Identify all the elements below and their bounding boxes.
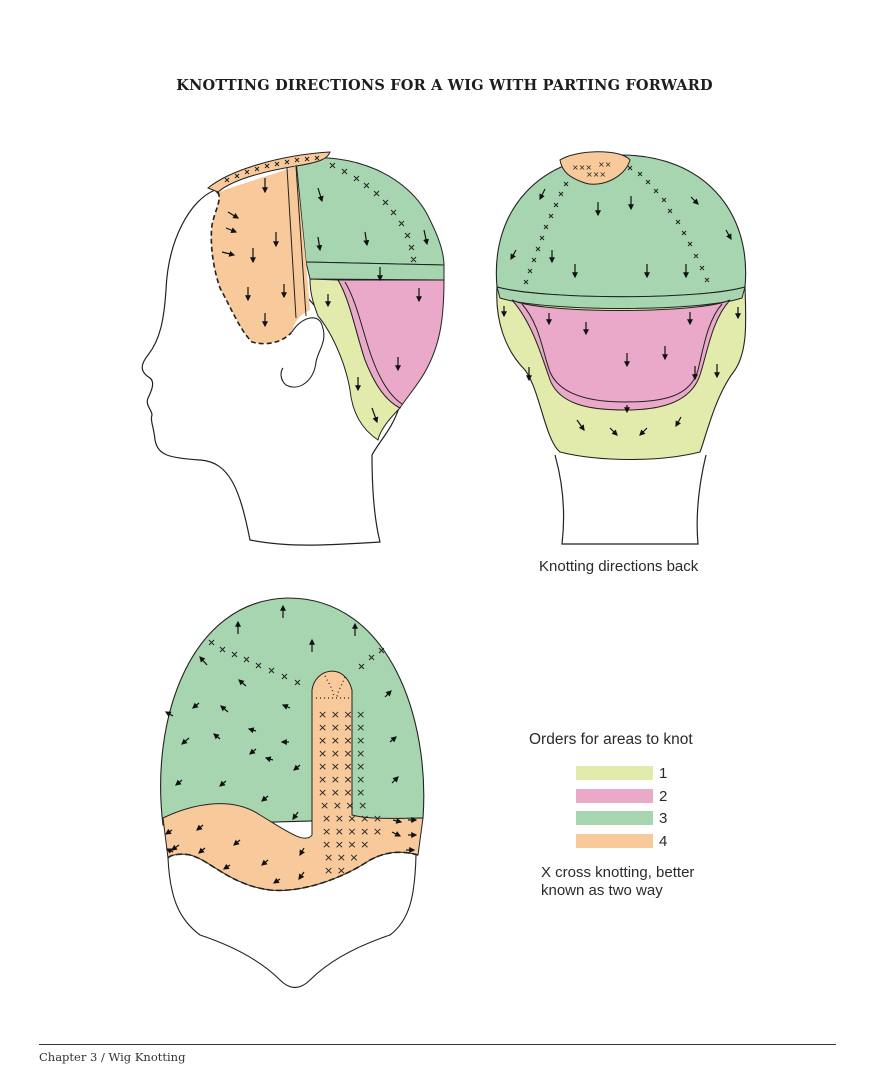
note-line-1: X cross knotting, better xyxy=(541,864,695,881)
legend-item-1: 1 xyxy=(576,764,668,782)
legend-item-3: 3 xyxy=(576,809,668,827)
svg-text:× × × × ×: × × × × × xyxy=(322,812,382,825)
back-view-head: ×××××××× xyxy=(495,151,747,545)
footer-divider xyxy=(39,1044,836,1045)
legend-swatch-area1 xyxy=(576,766,653,780)
legend-swatch-area4 xyxy=(576,834,653,848)
svg-text:× × × ×: × × × × xyxy=(318,786,365,799)
note-line-2: known as two way xyxy=(541,882,663,899)
side-view-head xyxy=(141,151,445,546)
svg-text:× × × ×: × × × × xyxy=(322,838,369,851)
legend-swatch-area3 xyxy=(576,811,653,825)
top-view-head: × × × × × × × × × × × × × × × × × × × × … xyxy=(160,597,425,989)
legend-item-4: 4 xyxy=(576,832,668,850)
legend-title: Orders for areas to knot xyxy=(529,731,693,748)
cross-knotting-note: X cross knotting, better known as two wa… xyxy=(541,864,694,900)
legend-number: 3 xyxy=(659,809,668,827)
page-footer: Chapter 3 / Wig Knotting xyxy=(39,1050,186,1064)
legend-number: 1 xyxy=(659,764,668,782)
back-view-caption: Knotting directions back xyxy=(539,558,699,575)
svg-text:× × × ×: × × × × xyxy=(318,747,365,760)
svg-text:× × ×: × × × xyxy=(324,851,359,864)
two-way-cross-knotting: × × × × × × × × × × × × × × × × × × × × … xyxy=(318,708,382,877)
svg-text:×××: ××× xyxy=(572,163,592,172)
svg-text:× × × × ×: × × × × × xyxy=(322,825,382,838)
svg-text:× × × ×: × × × × xyxy=(318,721,365,734)
svg-text:× × × ×: × × × × xyxy=(318,760,365,773)
legend-swatch-area2 xyxy=(576,789,653,803)
svg-text:× × × ×: × × × × xyxy=(318,708,365,721)
svg-text:× × × ×: × × × × xyxy=(318,773,365,786)
legend-item-2: 2 xyxy=(576,787,668,805)
svg-text:×××: ××× xyxy=(586,170,606,179)
svg-text:× × × ×: × × × × xyxy=(320,799,367,812)
svg-text:× ×: × × xyxy=(324,864,346,877)
cross-knotting-marks xyxy=(224,155,417,263)
legend-number: 4 xyxy=(659,832,668,850)
legend-number: 2 xyxy=(659,787,668,805)
svg-text:× × × ×: × × × × xyxy=(318,734,365,747)
svg-text:××: ×× xyxy=(598,160,611,169)
page-title: KNOTTING DIRECTIONS FOR A WIG WITH PARTI… xyxy=(176,77,713,94)
